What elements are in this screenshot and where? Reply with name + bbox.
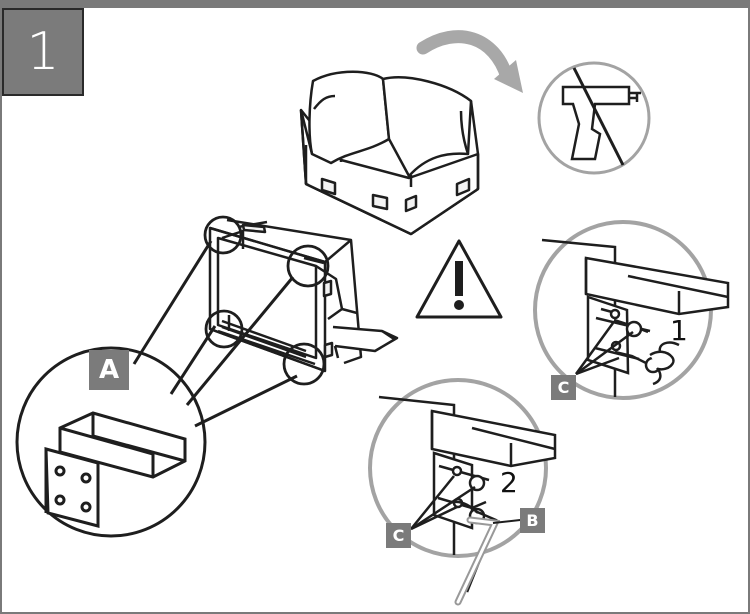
seat-module-illustration [299, 70, 480, 236]
label-a: A [89, 350, 129, 390]
warning-triangle-icon [415, 239, 503, 319]
substep-number-1: 1 [670, 314, 688, 347]
step-number-badge: 1 [2, 8, 84, 96]
label-b: B [520, 508, 545, 533]
frame-bracket-highlights [203, 215, 330, 386]
label-c-bottom: C [386, 523, 411, 548]
substep-number-2: 2 [500, 466, 518, 499]
bracket-detail-a [15, 346, 207, 538]
assembly-detail-2 [368, 378, 557, 593]
assembly-detail-1 [533, 220, 730, 400]
frame-underside-illustration [208, 218, 399, 373]
no-power-drill-icon [537, 61, 651, 175]
rotate-arrow-head [494, 60, 523, 93]
assembly-diagram [15, 30, 730, 606]
rotate-arrow-icon [416, 30, 514, 84]
label-c-top: C [551, 375, 576, 400]
